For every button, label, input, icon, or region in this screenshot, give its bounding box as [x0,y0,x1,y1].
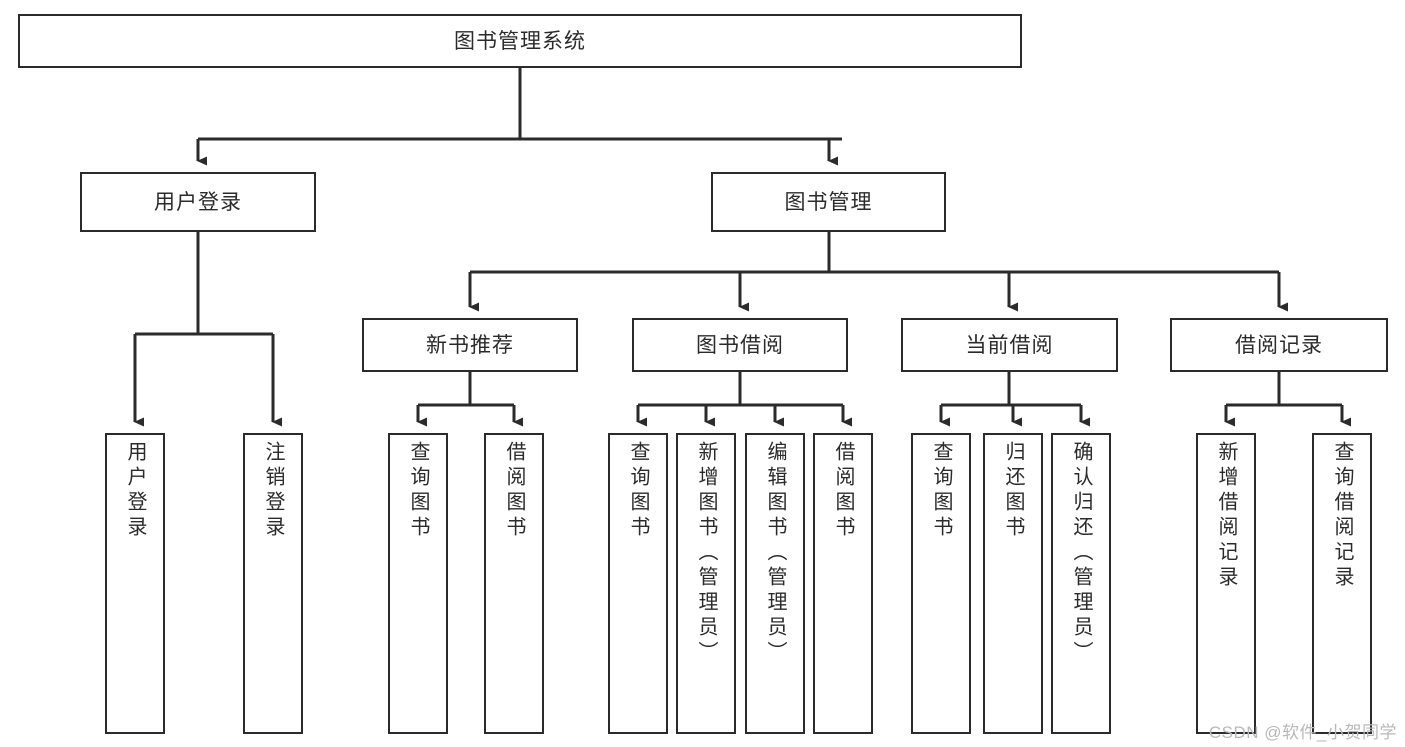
book-borrow-to-leaves-connector [636,372,852,427]
node-leaf-logout[interactable]: 注销登录 [243,433,303,734]
node-leaf-query-record[interactable]: 查询借阅记录 [1312,433,1372,734]
node-label-leaf-edit-book: 编辑图书（管理员） [764,441,786,666]
node-label-leaf-borrow-book-2: 借阅图书 [832,441,854,541]
node-label-leaf-query-record: 查询借阅记录 [1331,441,1353,591]
node-user-login[interactable]: 用户登录 [80,172,316,232]
node-leaf-query-book-1[interactable]: 查询图书 [388,433,448,734]
node-borrow-record[interactable]: 借阅记录 [1170,318,1388,372]
node-label-leaf-borrow-book-1: 借阅图书 [503,441,525,541]
node-label-borrow-record: 借阅记录 [1235,333,1323,357]
node-label-user-login: 用户登录 [154,190,242,214]
node-leaf-user-login[interactable]: 用户登录 [105,433,165,734]
user-login-to-leaves-connector [133,232,282,427]
node-leaf-query-book-2[interactable]: 查询图书 [608,433,668,734]
node-book-manage[interactable]: 图书管理 [711,172,946,232]
node-label-leaf-confirm-return: 确认归还（管理员） [1070,441,1092,666]
node-label-leaf-query-book-3: 查询图书 [930,441,952,541]
node-leaf-return-book[interactable]: 归还图书 [983,433,1043,734]
node-root[interactable]: 图书管理系统 [18,14,1022,68]
current-borrow-to-leaves-connector [939,372,1090,427]
node-label-root: 图书管理系统 [454,29,586,53]
node-leaf-query-book-3[interactable]: 查询图书 [911,433,971,734]
node-label-leaf-query-book-2: 查询图书 [627,441,649,541]
node-new-book-rec[interactable]: 新书推荐 [362,318,578,372]
node-book-borrow[interactable]: 图书借阅 [632,318,848,372]
node-leaf-add-record[interactable]: 新增借阅记录 [1196,433,1256,734]
borrow-record-to-leaves-connector [1224,372,1351,427]
node-label-leaf-return-book: 归还图书 [1002,441,1024,541]
node-label-new-book-rec: 新书推荐 [426,333,514,357]
node-current-borrow[interactable]: 当前借阅 [901,318,1118,372]
new-book-rec-to-leaves-connector [416,372,523,427]
node-label-leaf-add-book: 新增图书（管理员） [695,441,717,666]
watermark-text: CSDN @软件_小贺同学 [1208,723,1397,742]
node-leaf-borrow-book-1[interactable]: 借阅图书 [484,433,544,734]
node-label-book-borrow: 图书借阅 [696,333,784,357]
node-label-leaf-query-book-1: 查询图书 [407,441,429,541]
book-manage-to-level3-connector [468,232,1288,312]
node-label-leaf-logout: 注销登录 [262,441,284,541]
node-leaf-confirm-return[interactable]: 确认归还（管理员） [1051,433,1111,734]
root-to-level2-connector [196,68,842,166]
node-label-book-manage: 图书管理 [784,190,873,214]
node-label-leaf-user-login: 用户登录 [124,441,146,541]
node-leaf-borrow-book-2[interactable]: 借阅图书 [813,433,873,734]
node-leaf-edit-book[interactable]: 编辑图书（管理员） [745,433,805,734]
node-leaf-add-book[interactable]: 新增图书（管理员） [676,433,736,734]
node-label-current-borrow: 当前借阅 [965,333,1054,357]
node-label-leaf-add-record: 新增借阅记录 [1215,441,1237,591]
